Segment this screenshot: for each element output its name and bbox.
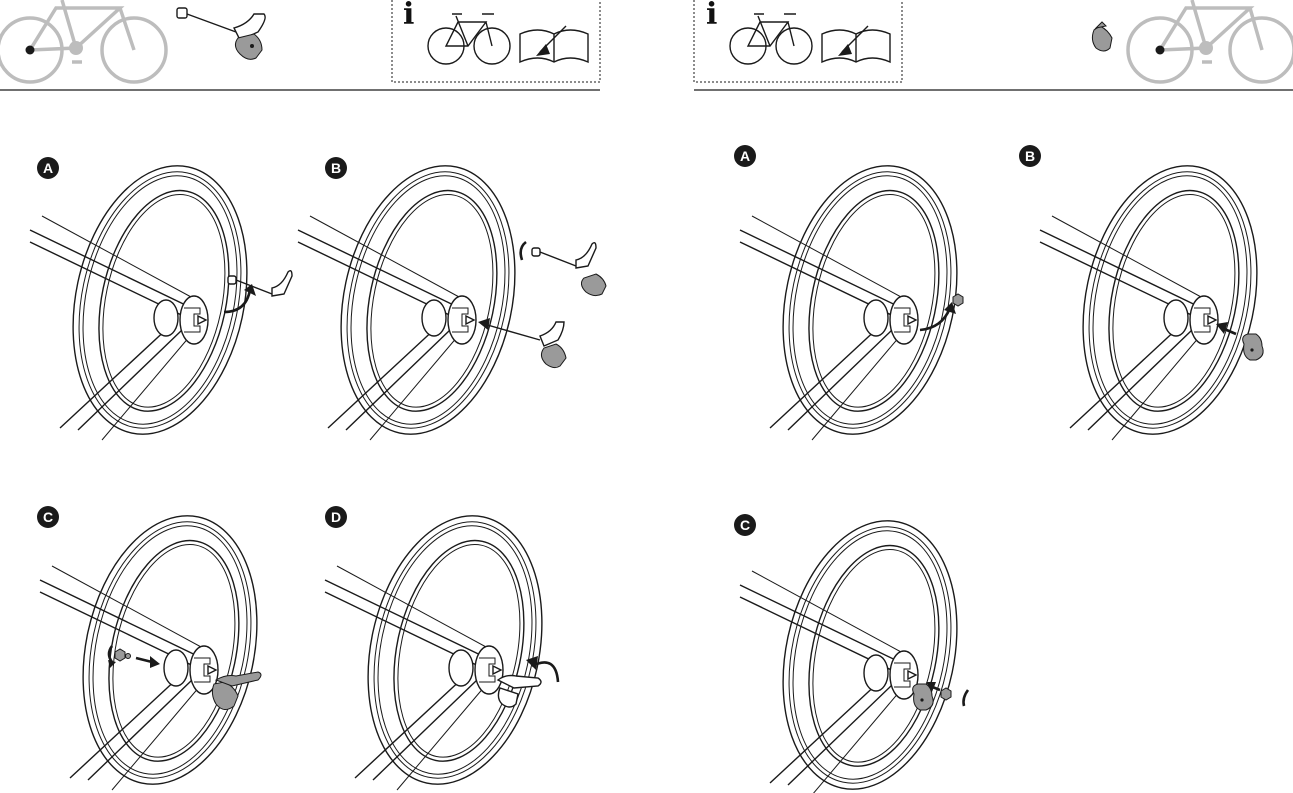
right-step-b: B bbox=[1019, 145, 1282, 452]
step-badge bbox=[325, 157, 347, 179]
step-badge bbox=[37, 506, 59, 528]
skewer-insert bbox=[483, 323, 541, 341]
info-symbol: i bbox=[403, 0, 414, 32]
step-letter: B bbox=[1025, 148, 1035, 164]
wheel-illustration bbox=[29, 148, 272, 452]
step-badge bbox=[37, 157, 59, 179]
nut-and-spring bbox=[107, 645, 160, 668]
wheel-illustration bbox=[1039, 148, 1282, 452]
rotate-arrow bbox=[223, 289, 252, 314]
step-badge bbox=[1019, 145, 1041, 167]
curved-arrow bbox=[519, 240, 527, 261]
step-letter: D bbox=[331, 509, 341, 525]
right-step-c: C bbox=[734, 503, 982, 793]
step-letter: C bbox=[740, 517, 750, 533]
right-step-a: A bbox=[734, 145, 982, 452]
step-badge bbox=[734, 145, 756, 167]
quick-release-skewer-removed bbox=[531, 241, 597, 269]
wheel-illustration bbox=[739, 148, 982, 452]
left-step-a: A bbox=[29, 148, 293, 452]
bicycle-front-wheel-highlight-icon bbox=[0, 0, 168, 84]
quick-release-skewer bbox=[227, 269, 293, 297]
dropout-washer bbox=[1242, 333, 1264, 361]
wheel-illustration bbox=[297, 148, 540, 452]
step-letter: A bbox=[43, 160, 53, 176]
wheel-illustration bbox=[739, 503, 982, 793]
left-step-b: B bbox=[297, 148, 607, 452]
axle-nut bbox=[952, 293, 964, 307]
quick-release-skewer-icon bbox=[176, 7, 266, 60]
bicycle-front-wheel-highlight-icon bbox=[1126, 0, 1293, 84]
info-symbol: i bbox=[706, 0, 717, 32]
step-letter: C bbox=[43, 509, 53, 525]
bicycle-icon bbox=[729, 13, 813, 65]
quick-release-lever-close bbox=[496, 674, 542, 708]
step-badge bbox=[734, 514, 756, 536]
manual-book-icon bbox=[821, 25, 891, 64]
step-letter: A bbox=[740, 148, 750, 164]
step-badge bbox=[325, 506, 347, 528]
info-box: i bbox=[693, 0, 903, 83]
info-box: i bbox=[391, 0, 601, 83]
left-step-d: D bbox=[324, 498, 567, 793]
step-letter: B bbox=[331, 160, 341, 176]
manual-book-icon bbox=[519, 25, 589, 64]
tighten-arrow bbox=[962, 689, 970, 707]
wheel-illustration bbox=[39, 498, 282, 793]
wheel-illustration bbox=[324, 498, 567, 793]
left-page: i A B bbox=[0, 0, 607, 793]
bicycle-icon bbox=[427, 13, 511, 65]
axle-nut bbox=[940, 687, 952, 701]
axle-nut-icon bbox=[1091, 21, 1113, 52]
left-step-c: C bbox=[37, 498, 282, 793]
right-page: i bbox=[693, 0, 1293, 793]
quick-release-lever-open bbox=[211, 671, 262, 710]
